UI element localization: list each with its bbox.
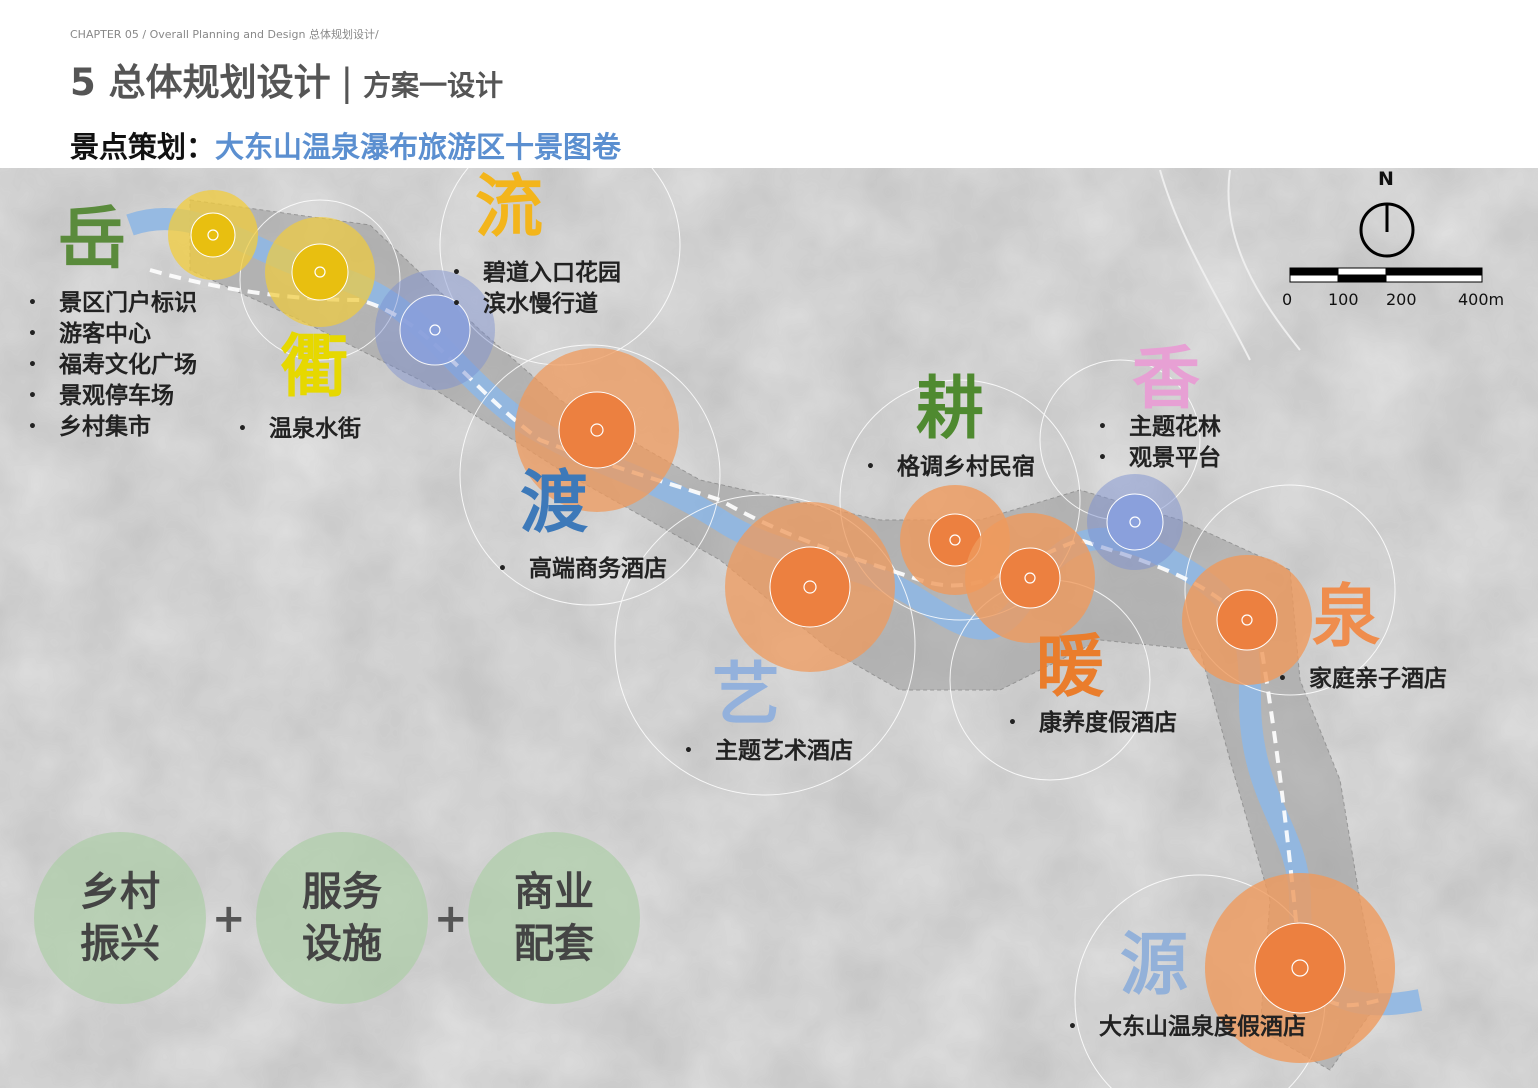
list-item: 滨水慢行道: [452, 289, 621, 320]
spot-char-quan: 泉: [1312, 578, 1381, 657]
theme-rural-revival: 乡村振兴: [34, 832, 206, 1004]
spot-char-nuan: 暖: [1036, 628, 1105, 707]
site-corridor: [189, 199, 1381, 1071]
list-item: 景区门户标识: [28, 288, 197, 319]
spot-char-qu: 衢: [280, 328, 349, 407]
theme-service-facilities: 服务设施: [256, 832, 428, 1004]
spot-char-geng: 耕: [916, 370, 985, 449]
section-subtitle: 景点策划：大东山温泉瀑布旅游区十景图卷: [70, 124, 621, 166]
spot-list-nuan: 康养度假酒店: [1008, 708, 1177, 739]
theme-line: 设施: [302, 921, 382, 967]
scale-label-200: 200: [1386, 290, 1417, 309]
list-item: 福寿文化广场: [28, 350, 197, 381]
list-item: 主题艺术酒店: [684, 736, 853, 767]
title-separator: |: [340, 61, 354, 104]
page-title: 5 总体规划设计| 方案一设计: [70, 52, 503, 106]
scale-label-0: 0: [1282, 290, 1293, 309]
theme-line: 乡村: [80, 869, 160, 915]
spot-markers: [168, 190, 1395, 1063]
list-item: 主题花林: [1098, 412, 1221, 443]
scale-bar: [1289, 267, 1483, 283]
spot-char-du: 渡: [520, 464, 589, 543]
list-item: 温泉水街: [238, 414, 361, 445]
spot-list-geng: 格调乡村民宿: [866, 452, 1035, 483]
theme-line: 商业: [514, 869, 594, 915]
theme-line: 配套: [514, 921, 594, 967]
scale-label-100: 100: [1328, 290, 1359, 309]
subtitle-prefix: 景点策划：: [70, 130, 216, 164]
spot-list-xiang: 主题花林 观景平台: [1098, 412, 1221, 474]
subtitle-main: 大东山温泉瀑布旅游区十景图卷: [215, 130, 622, 164]
list-item: 大东山温泉度假酒店: [1068, 1012, 1306, 1043]
list-item: 景观停车场: [28, 381, 197, 412]
list-item: 观景平台: [1098, 443, 1221, 474]
spot-list-liu: 碧道入口花园 滨水慢行道: [452, 258, 621, 320]
spot-list-yue: 景区门户标识 游客中心 福寿文化广场 景观停车场 乡村集市: [28, 288, 197, 443]
site-map: N 0 100 200 400m 岳 景区门户标识 游客中心 福寿文化广场 景观…: [0, 168, 1538, 1088]
spot-char-yi: 艺: [712, 656, 781, 735]
title-sub: 方案一设计: [363, 69, 504, 102]
spot-list-yi: 主题艺术酒店: [684, 736, 853, 767]
chapter-breadcrumb: CHAPTER 05 / Overall Planning and Design…: [70, 28, 379, 41]
theme-line: 振兴: [80, 921, 160, 967]
list-item: 格调乡村民宿: [866, 452, 1035, 483]
spot-char-xiang: 香: [1132, 340, 1201, 419]
map-graphics: [0, 168, 1538, 1088]
north-arrow-icon: [1359, 202, 1415, 258]
spot-char-liu: 流: [475, 168, 544, 247]
road-lines: [1159, 169, 1301, 361]
spot-list-qu: 温泉水街: [238, 414, 361, 445]
scale-label-400: 400m: [1458, 290, 1505, 309]
title-main: 5 总体规划设计: [70, 61, 331, 104]
spot-list-du: 高端商务酒店: [498, 554, 667, 585]
spot-list-quan: 家庭亲子酒店: [1278, 664, 1447, 695]
spot-list-yuan: 大东山温泉度假酒店: [1068, 1012, 1306, 1043]
north-label: N: [1378, 168, 1394, 190]
list-item: 高端商务酒店: [498, 554, 667, 585]
theme-line: 服务: [302, 869, 382, 915]
plus-sign: +: [434, 896, 468, 942]
list-item: 家庭亲子酒店: [1278, 664, 1447, 695]
theme-commercial: 商业配套: [468, 832, 640, 1004]
plus-sign: +: [212, 896, 246, 942]
spot-char-yuan: 源: [1120, 926, 1189, 1005]
list-item: 乡村集市: [28, 412, 197, 443]
list-item: 碧道入口花园: [452, 258, 621, 289]
list-item: 游客中心: [28, 319, 197, 350]
spot-char-yue: 岳: [58, 200, 127, 279]
list-item: 康养度假酒店: [1008, 708, 1177, 739]
